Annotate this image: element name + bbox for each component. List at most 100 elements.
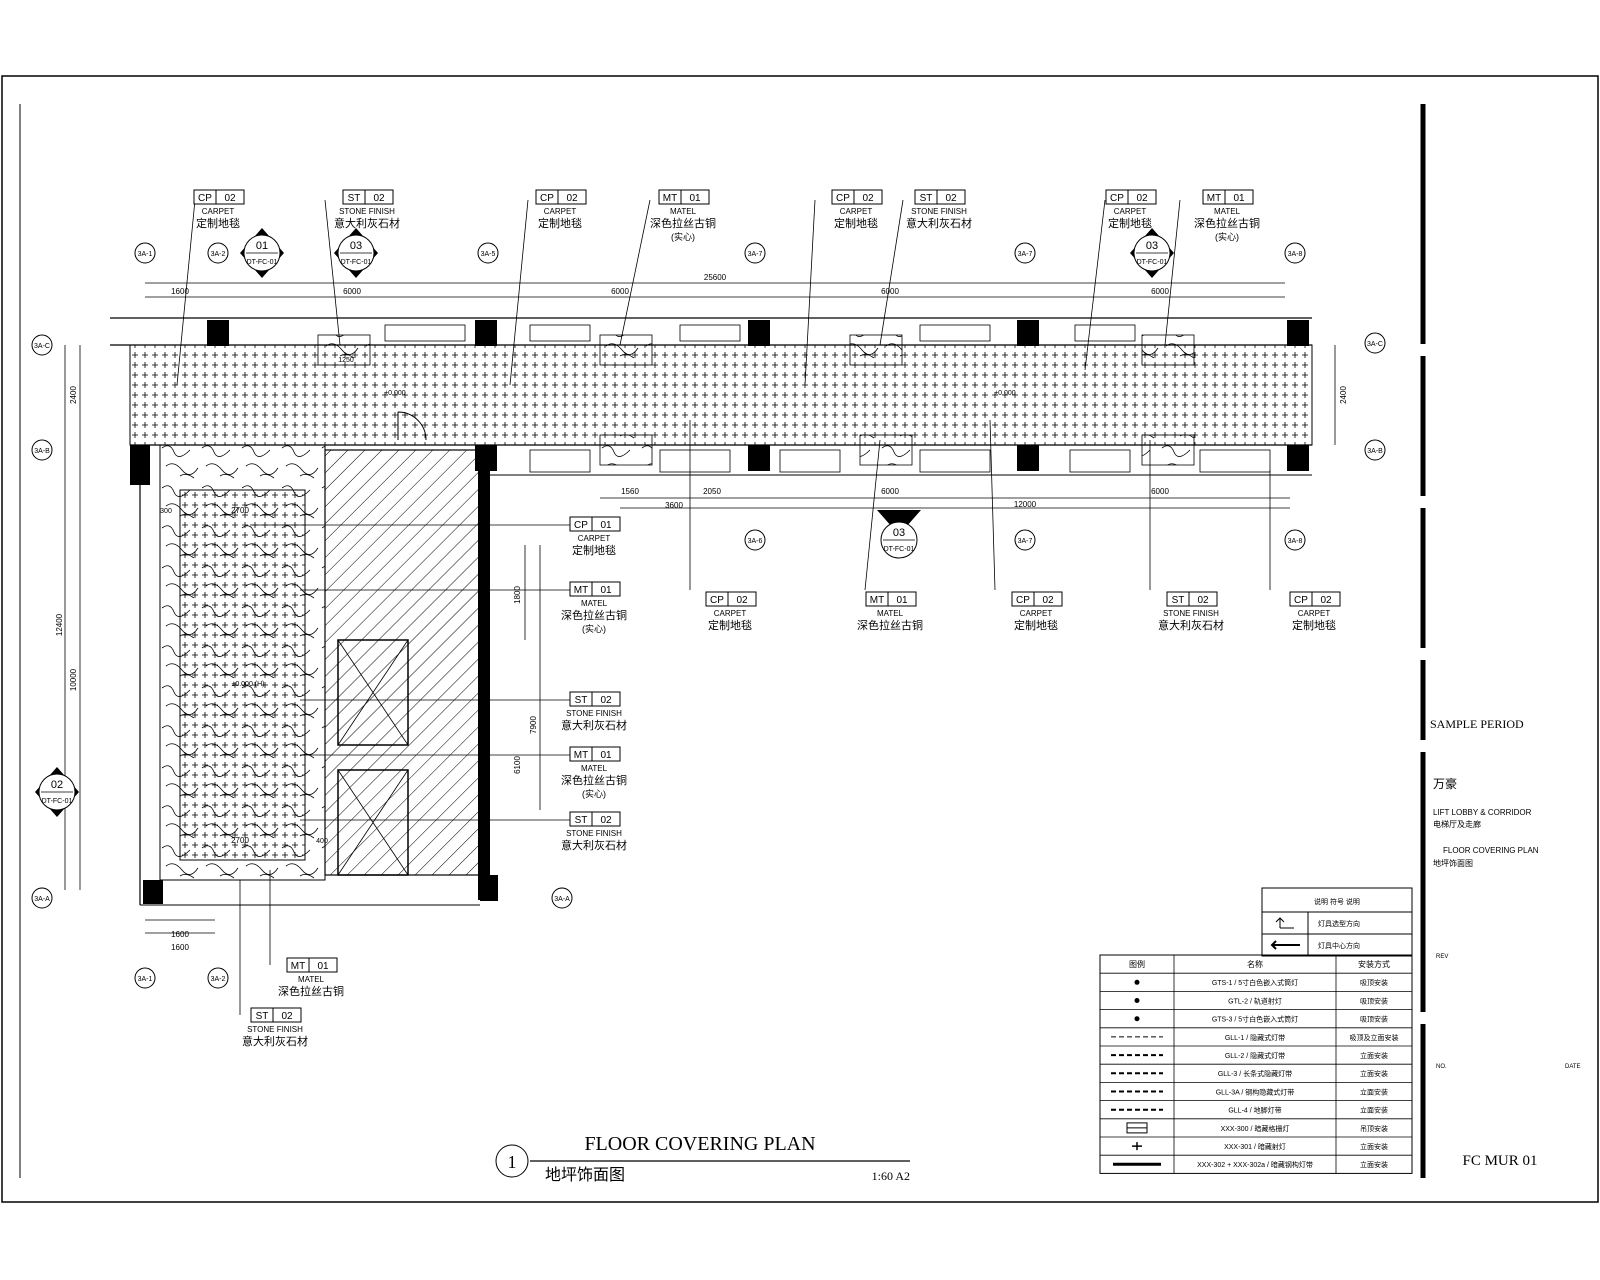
dim-text: 1560 — [621, 487, 639, 496]
legend-mount: 立面安装 — [1360, 1051, 1388, 1060]
tag-en: STONE FINISH — [911, 207, 967, 216]
tag-en: MATEL — [581, 599, 608, 608]
grid-label: 3A-7 — [1018, 538, 1033, 545]
grid-label: 3A-8 — [1288, 251, 1303, 258]
spot-light-symbol — [1132, 1142, 1142, 1151]
legend-name: XXX-301 / 暗藏射灯 — [1224, 1142, 1286, 1151]
tag-cn: 深色拉丝古铜 — [561, 773, 627, 787]
tag-num: 02 — [1042, 595, 1054, 606]
tag-en: STONE FINISH — [247, 1025, 303, 1034]
drawing-title: FLOOR COVERING PLAN — [584, 1133, 815, 1155]
tag-code: MT — [1207, 193, 1221, 204]
grid-bubble — [551, 887, 573, 909]
legend-name: XXX-300 / 暗藏格栅灯 — [1221, 1124, 1290, 1133]
elevation-ref: DT-FC-01 — [884, 546, 915, 553]
tag-cn: 意大利灰石材 — [561, 838, 627, 852]
elevation-ref: DT-FC-01 — [42, 798, 73, 805]
dim-text: 6000 — [611, 287, 629, 296]
grid-label: 3A-A — [34, 896, 50, 903]
dim-text: 6000 — [1151, 287, 1169, 296]
legend-header-cell: 图例 — [1129, 959, 1145, 969]
tag-code: CP — [1294, 595, 1308, 606]
dim-text: 12000 — [1014, 500, 1037, 509]
tag-code: CP — [836, 193, 850, 204]
lift-car-1-cross — [337, 639, 409, 876]
tag-num: 01 — [896, 595, 908, 606]
grid-label: 3A-B — [1367, 448, 1383, 455]
tag-note: (实心) — [671, 231, 695, 242]
tag-num: 02 — [862, 193, 874, 204]
tag-code: MT — [291, 961, 305, 972]
lobby-right-wall — [478, 445, 490, 900]
tag-code: ST — [920, 193, 933, 204]
tag-en: STONE FINISH — [566, 829, 622, 838]
tag-note: (实心) — [582, 788, 606, 799]
tag-cn: 深色拉丝古铜 — [857, 618, 923, 632]
elevation-ref: DT-FC-01 — [341, 259, 372, 266]
grid-bubble — [477, 242, 499, 264]
title-block: SAMPLE PERIOD 万豪 LIFT LOBBY & CORRIDOR 电… — [1430, 717, 1581, 1169]
downlight-symbol — [1134, 1016, 1140, 1022]
dim-text: 7900 — [529, 716, 538, 734]
tag-code: ST — [348, 193, 361, 204]
elevation-num: 02 — [51, 779, 63, 791]
tag-num: 02 — [1320, 595, 1332, 606]
tag-cn: 意大利灰石材 — [334, 216, 400, 230]
tag-cn: 定制地毯 — [1292, 618, 1336, 632]
grid-bubble — [744, 529, 766, 551]
dim-text: 1250 — [338, 357, 354, 364]
dim-text: 300 — [160, 508, 172, 515]
dim-text: 6000 — [1151, 487, 1169, 496]
downlight-symbol — [1134, 998, 1140, 1003]
elevation-marker: 03 DT-FC-01 — [334, 228, 378, 278]
legend-name: XXX-302 + XXX-302a / 暗藏钢构灯带 — [1197, 1160, 1313, 1169]
level-mark: ±0.000 — [384, 390, 405, 397]
legend-name: GLL-2 / 隐藏式灯带 — [1225, 1051, 1285, 1060]
tag-code: MT — [870, 595, 884, 606]
legend-mount: 立面安装 — [1360, 1106, 1388, 1115]
legend-mount: 吊顶安装 — [1360, 1124, 1388, 1133]
lighting-legend-table: 图例名称安装方式GTS-1 / 5寸白色嵌入式筒灯吸顶安装GTL-2 / 轨道射… — [1099, 954, 1413, 1174]
sheet-drawing-name-cn: 地坪饰面图 — [1433, 858, 1473, 868]
legend-row: 灯具中心方向 — [1318, 941, 1360, 950]
tag-cn: 深色拉丝古铜 — [1194, 216, 1260, 230]
tag-num: 01 — [689, 193, 701, 204]
tag-code: CP — [710, 595, 724, 606]
grid-label: 3A-1 — [138, 251, 153, 258]
tag-code: MT — [663, 193, 677, 204]
grid-bubble — [134, 242, 156, 264]
tag-num: 02 — [224, 193, 236, 204]
drawing-title-block: 1 FLOOR COVERING PLAN 地坪饰面图 1:60 A2 — [495, 1133, 910, 1184]
tag-en: STONE FINISH — [1163, 609, 1219, 618]
dimension-texts: 25600 1600 6000 6000 6000 6000 1250 2400… — [55, 273, 1348, 952]
corridor-columns — [130, 320, 1309, 904]
grid-bubble-labels: 3A-1 3A-2 3A-5 3A-7 3A-7 3A-8 3A-C 3A-B … — [34, 251, 1383, 983]
grid-bubble — [31, 887, 53, 909]
tag-num: 01 — [600, 750, 612, 761]
dim-text: 6000 — [343, 287, 361, 296]
grid-bubble — [1284, 529, 1306, 551]
tag-code: CP — [198, 193, 212, 204]
grid-label: 3A-6 — [748, 538, 763, 545]
tag-en: STONE FINISH — [339, 207, 395, 216]
level-mark: ±0.000 — [994, 390, 1015, 397]
legend-mount: 吸顶安装 — [1360, 996, 1388, 1005]
elevation-marker: 03 DT-FC-01 — [877, 510, 921, 559]
lift-car-2 — [337, 769, 409, 876]
grid-label: 3A-C — [1367, 341, 1383, 348]
dim-text: 400 — [316, 838, 328, 845]
tag-en: CARPET — [544, 207, 577, 216]
tag-code: CP — [574, 520, 588, 531]
dim-text: 1600 — [171, 930, 189, 939]
date-label: DATE — [1565, 1064, 1581, 1070]
legend-mount: 吸顶安装 — [1360, 978, 1388, 987]
tag-code: MT — [574, 585, 588, 596]
tag-code: ST — [575, 695, 588, 706]
grid-label: 3A-2 — [211, 251, 226, 258]
dim-text: 3600 — [665, 501, 683, 510]
tag-code: MT — [574, 750, 588, 761]
